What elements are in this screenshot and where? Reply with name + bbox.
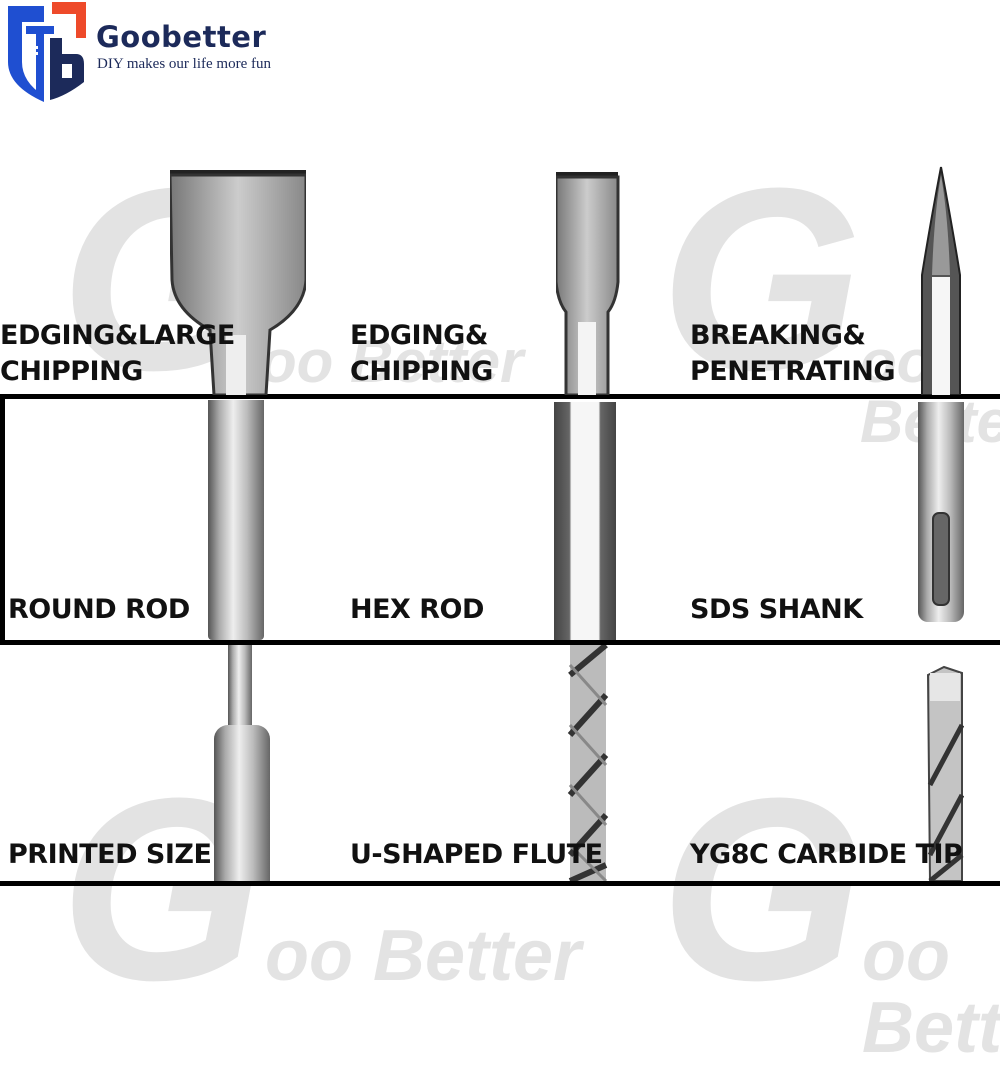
printed-shank-image — [206, 645, 276, 881]
spiral-flute-image — [566, 642, 610, 884]
shield-logo-icon — [8, 2, 86, 102]
sds-shank-image — [918, 402, 964, 622]
feature-label-hex-rod: HEX ROD — [350, 594, 484, 625]
watermark-g: G — [660, 135, 863, 425]
carbide-tip-image — [924, 665, 965, 883]
wide-chisel-image — [168, 170, 308, 397]
round-rod-image — [208, 400, 264, 640]
feature-label-carbide-tip: YG8C CARBIDE TIP — [690, 839, 963, 870]
brand-logo: Goobetter DIY makes our life more fun — [4, 2, 304, 102]
brand-tagline: DIY makes our life more fun — [97, 56, 271, 72]
watermark-text: oo Better — [265, 916, 582, 996]
row-divider — [0, 640, 1000, 645]
row-border-left — [0, 394, 5, 645]
feature-label-sds-shank: SDS SHANK — [690, 594, 863, 625]
feature-label-breaking-penetrating: BREAKING& PENETRATING — [690, 320, 896, 387]
feature-label-edging-chipping: EDGING& CHIPPING — [350, 320, 493, 387]
feature-label-round-rod: ROUND ROD — [8, 594, 190, 625]
feature-label-printed-size: PRINTED SIZE — [8, 839, 212, 870]
flat-chisel-image — [554, 172, 620, 397]
row-divider — [0, 394, 1000, 399]
watermark-text: oo Better — [260, 328, 524, 395]
watermark-g: G — [660, 745, 863, 1035]
row-divider — [0, 881, 1000, 886]
point-chisel-image — [918, 165, 964, 396]
feature-label-u-shaped-flute: U-SHAPED FLUTE — [350, 839, 603, 870]
watermark-text: oo Better — [862, 916, 1000, 1068]
feature-label-edging-large-chipping: EDGING&LARGE CHIPPING — [0, 320, 235, 387]
sds-slot — [932, 512, 950, 606]
brand-name: Goobetter — [96, 20, 267, 54]
hex-rod-image — [554, 402, 616, 640]
